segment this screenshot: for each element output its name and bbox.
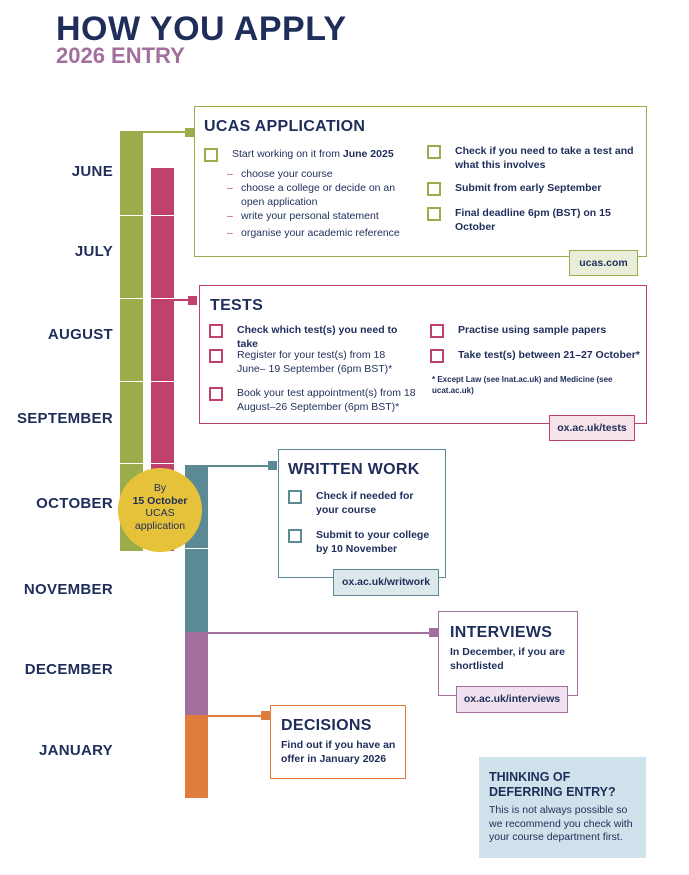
ucas-sub-item: choose your course [227,168,407,182]
written-work-item-text: Submit to your college by 10 November [316,529,430,555]
interviews-connector [208,632,432,634]
month-label-august: AUGUST [47,326,113,343]
ucas-start-text: Start working on it from [232,148,343,160]
checkbox-icon[interactable] [209,349,223,363]
checkbox-icon[interactable] [288,490,302,504]
written-work-card: WRITTEN WORK Check if needed for your co… [278,449,446,578]
deferring-heading: THINKING OF DEFERRING ENTRY? [489,770,616,799]
tests-link[interactable]: ox.ac.uk/tests [549,415,635,441]
ucas-heading: UCAS APPLICATION [204,118,366,135]
checkbox-icon[interactable] [204,148,218,162]
interviews-heading: INTERVIEWS [450,624,553,641]
deferring-entry-panel: THINKING OF DEFERRING ENTRY? This is not… [479,757,646,858]
checkbox-icon[interactable] [288,529,302,543]
deferring-text: This is not always possible so we recomm… [489,804,633,843]
checkbox-icon[interactable] [427,207,441,221]
checkbox-icon[interactable] [427,182,441,196]
decisions-connector-node [261,711,270,720]
tests-connector-node [188,296,197,305]
ucas-deadline-text: Final deadline [455,207,528,219]
month-label-december: DECEMBER [24,661,113,678]
ucas-submit-item: Submit from early September [427,182,639,196]
ucas-sub-item: organise your academic reference [227,227,417,241]
written-work-item: Submit to your college by 10 November [288,529,438,556]
tests-connector [174,299,190,301]
checkbox-icon[interactable] [209,324,223,338]
tests-item-text: Register for your test(s) from 18 June– … [237,349,393,375]
ucas-start-item: Start working on it from June 2025 [204,148,414,162]
written-work-connector [208,465,272,467]
month-tick [120,298,174,299]
interviews-timeline-bar [185,632,208,715]
tests-heading: TESTS [210,297,264,314]
checkbox-icon[interactable] [430,324,444,338]
decisions-text: Find out if you have an offer in January… [281,739,396,765]
decisions-timeline-bar [185,715,208,798]
ucas-deadline-date: 6pm (BST) on 15 October [455,207,611,233]
decisions-connector [208,715,264,717]
ucas-connector-node [185,128,194,137]
ucas-sub-item: write your personal statement [227,210,407,224]
checkbox-icon[interactable] [430,349,444,363]
interviews-text: In December, if you are shortlisted [450,646,565,672]
tests-item: Take test(s) between 21–27 October* [430,349,640,363]
ucas-connector [143,131,188,133]
written-work-item: Check if needed for your course [288,490,438,517]
page-subtitle: 2026 ENTRY [56,43,185,68]
month-label-september: SEPTEMBER [16,410,113,427]
ucas-submit-month: September [547,182,602,194]
tests-item-text: Check which test(s) you need to take [237,324,398,350]
badge-line-2: 15 October [132,494,188,507]
checkbox-icon[interactable] [427,145,441,159]
written-work-connector-node [268,461,277,470]
month-tick [120,215,174,216]
tests-item-text: Practise using sample papers [458,324,607,336]
decisions-card: DECISIONS Find out if you have an offer … [270,705,406,779]
tests-item: Practise using sample papers [430,324,630,338]
ucas-deadline-badge: By 15 October UCAS application [118,468,202,552]
written-work-heading: WRITTEN WORK [288,461,420,478]
ucas-start-date: June 2025 [342,148,394,160]
written-work-link[interactable]: ox.ac.uk/writwork [333,569,439,596]
month-tick [120,381,174,382]
ucas-sub-item: choose a college or decide on an open ap… [227,182,397,209]
page-title: HOW YOU APPLY [56,10,347,48]
ucas-submit-text: Submit from early [455,182,548,194]
tests-card: TESTS Check which test(s) you need to ta… [199,285,647,424]
month-label-october: OCTOBER [36,495,113,512]
ucas-application-card: UCAS APPLICATION Start working on it fro… [194,106,647,257]
ucas-check-test-text: Check if you need to take a test and wha… [455,145,634,171]
tests-item: Register for your test(s) from 18 June– … [209,349,409,376]
month-label-january: JANUARY [38,742,113,759]
tests-item: Check which test(s) you need to take [209,324,419,351]
interviews-link[interactable]: ox.ac.uk/interviews [456,686,568,713]
ucas-link[interactable]: ucas.com [569,250,638,276]
tests-item-text: Book your test appointment(s) from 18 Au… [237,387,416,413]
tests-item-text: Take test(s) between 21–27 October* [458,349,640,361]
tests-timeline-bar [151,168,174,551]
ucas-timeline-bar [120,131,143,551]
tests-footnote: * Except Law (see lnat.ac.uk) and Medici… [432,375,613,395]
badge-line-4: application [134,519,186,532]
written-work-item-text: Check if needed for your course [316,490,414,516]
badge-line-3: UCAS [145,507,175,519]
month-label-july: JULY [74,243,113,260]
month-tick [120,463,174,464]
ucas-deadline-item: Final deadline 6pm (BST) on 15 October [427,207,643,234]
month-label-november: NOVEMBER [23,581,113,598]
interviews-connector-node [429,628,438,637]
ucas-check-test-item: Check if you need to take a test and wha… [427,145,639,172]
decisions-heading: DECISIONS [281,717,372,734]
checkbox-icon[interactable] [209,387,223,401]
month-tick [185,548,208,549]
tests-item: Book your test appointment(s) from 18 Au… [209,387,419,414]
month-label-june: JUNE [71,163,113,180]
interviews-card: INTERVIEWS In December, if you are short… [438,611,578,696]
badge-line-1: By [153,482,167,494]
